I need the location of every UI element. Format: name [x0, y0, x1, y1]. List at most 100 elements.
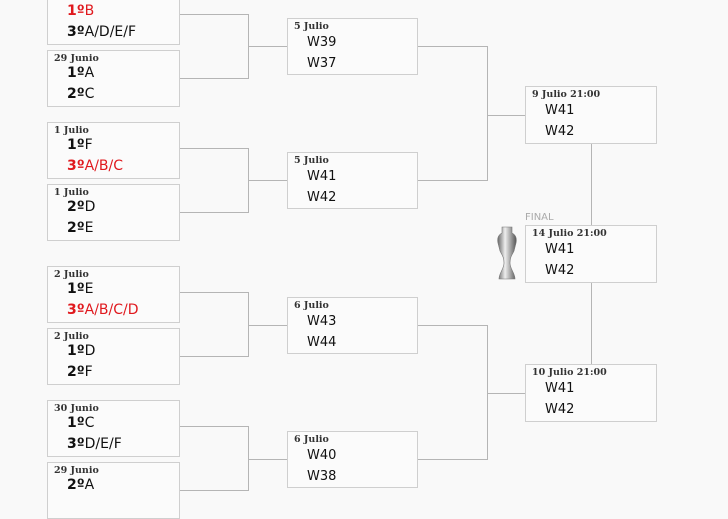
- match-date: 29 Junio: [54, 53, 99, 64]
- bracket-connector: [418, 46, 487, 47]
- group-label: E: [84, 220, 94, 236]
- bracket-connector: [180, 148, 248, 149]
- bracket-connector: [418, 325, 487, 326]
- position-label: 1º: [67, 281, 85, 297]
- team-slot: 1ºD: [67, 343, 95, 359]
- position-label: 1º: [67, 343, 85, 359]
- match-date: 5 Julio: [294, 155, 329, 166]
- bracket-connector: [248, 325, 287, 326]
- team-slot: 2ºC: [67, 86, 94, 102]
- position-label: 3º: [67, 302, 85, 318]
- group-label: B: [84, 3, 95, 19]
- final-label: FINAL: [525, 212, 554, 223]
- bracket-connector: [180, 292, 248, 293]
- position-label: 1º: [67, 137, 85, 153]
- match-date: 10 Julio 21:00: [532, 367, 607, 378]
- team-slot: W38: [307, 469, 337, 484]
- team-slot: W42: [545, 402, 575, 417]
- match-date: 29 Junio: [54, 465, 99, 476]
- team-slot: 3ºA/B/C/D: [67, 302, 139, 318]
- team-slot: W44: [307, 335, 337, 350]
- team-slot: W37: [307, 56, 337, 71]
- team-slot: W42: [545, 263, 575, 278]
- round-of-16-match[interactable]: 1ºB 3ºA/D/E/F: [47, 0, 180, 45]
- position-label: 2º: [67, 220, 85, 236]
- team-slot: 2ºA: [67, 477, 94, 493]
- team-slot: W42: [307, 190, 337, 205]
- team-slot: W41: [307, 169, 337, 184]
- team-slot: W41: [545, 103, 575, 118]
- group-label: C: [84, 415, 95, 431]
- group-label: D: [84, 343, 96, 359]
- bracket-connector: [180, 426, 248, 427]
- position-label: 1º: [67, 3, 85, 19]
- bracket-connector: [180, 212, 248, 213]
- team-slot: 3ºA/B/C: [67, 158, 123, 174]
- group-label: A: [84, 65, 95, 81]
- group-label: A/B/C: [84, 158, 124, 174]
- bracket-connector: [591, 144, 592, 225]
- team-slot: 1ºF: [67, 137, 93, 153]
- bracket-connector: [418, 459, 487, 460]
- trophy-icon: [497, 226, 517, 280]
- team-slot: W41: [545, 381, 575, 396]
- match-date: 1 Julio: [54, 125, 89, 136]
- group-label: A/B/C/D: [84, 302, 139, 318]
- bracket-connector: [248, 459, 287, 460]
- match-date: 5 Julio: [294, 21, 329, 32]
- bracket-connector: [591, 283, 592, 364]
- match-date: 14 Julio 21:00: [532, 228, 607, 239]
- position-label: 1º: [67, 415, 85, 431]
- team-slot: W41: [545, 242, 575, 257]
- bracket-connector: [248, 426, 249, 491]
- bracket-connector: [487, 46, 488, 181]
- bracket-connector: [180, 78, 248, 79]
- team-slot: W42: [545, 124, 575, 139]
- match-date: 6 Julio: [294, 434, 329, 445]
- group-label: D: [84, 199, 96, 215]
- position-label: 1º: [67, 65, 85, 81]
- bracket-connector: [180, 490, 248, 491]
- team-slot: 1ºE: [67, 281, 94, 297]
- team-slot: 1ºB: [67, 3, 94, 19]
- team-slot: 1ºC: [67, 415, 94, 431]
- position-label: 3º: [67, 24, 85, 40]
- team-slot: 2ºF: [67, 364, 93, 380]
- match-date: 9 Julio 21:00: [532, 89, 601, 100]
- position-label: 2º: [67, 86, 85, 102]
- bracket-connector: [248, 292, 249, 357]
- team-slot: 3ºD/E/F: [67, 436, 122, 452]
- bracket-connector: [487, 393, 525, 394]
- group-label: D/E/F: [84, 436, 122, 452]
- team-slot: 1ºA: [67, 65, 94, 81]
- position-label: 2º: [67, 477, 85, 493]
- group-label: A/D/E/F: [84, 24, 137, 40]
- team-slot: W39: [307, 35, 337, 50]
- team-slot: 2ºD: [67, 199, 95, 215]
- position-label: 2º: [67, 199, 85, 215]
- position-label: 3º: [67, 436, 85, 452]
- bracket-connector: [180, 14, 248, 15]
- team-slot: 3ºA/D/E/F: [67, 24, 136, 40]
- team-slot: 2ºE: [67, 220, 94, 236]
- group-label: E: [84, 281, 94, 297]
- match-date: 2 Julio: [54, 331, 89, 342]
- position-label: 2º: [67, 364, 85, 380]
- bracket-connector: [418, 180, 487, 181]
- match-date: 2 Julio: [54, 269, 89, 280]
- bracket-connector: [248, 180, 287, 181]
